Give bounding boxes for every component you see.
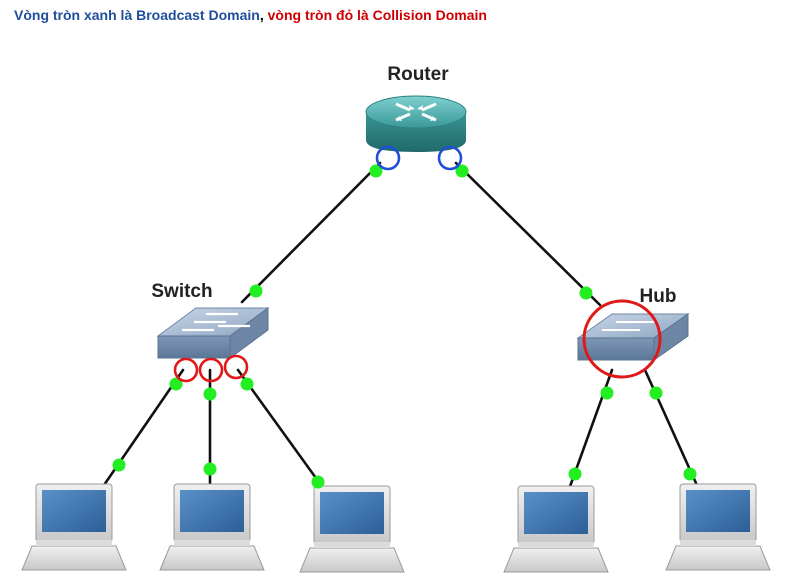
port-dot bbox=[568, 467, 582, 481]
broadcast-domain-circle bbox=[375, 145, 401, 171]
port-dot bbox=[369, 164, 383, 178]
caption-broadcast-text: Vòng tròn xanh là Broadcast Domain bbox=[14, 7, 260, 23]
diagram-caption: Vòng tròn xanh là Broadcast Domain, vòng… bbox=[14, 7, 487, 23]
port-dot bbox=[311, 475, 325, 489]
port-dot bbox=[649, 386, 663, 400]
hub-label: Hub bbox=[640, 286, 677, 307]
link-router-switch bbox=[240, 161, 382, 304]
router-label: Router bbox=[387, 64, 449, 85]
port-dot bbox=[579, 286, 593, 300]
port-dot bbox=[112, 458, 126, 472]
collision-domain-circle bbox=[173, 357, 199, 383]
link-switch-pc3 bbox=[236, 368, 328, 494]
port-dot bbox=[683, 467, 697, 481]
port-dot bbox=[169, 377, 183, 391]
laptop-icon-5 bbox=[665, 483, 771, 571]
switch-label: Switch bbox=[151, 281, 212, 302]
laptop-icon-1 bbox=[21, 483, 127, 571]
port-dot bbox=[203, 462, 217, 476]
collision-domain-circle bbox=[198, 357, 224, 383]
broadcast-domain-circle bbox=[437, 145, 463, 171]
port-dot bbox=[249, 284, 263, 298]
laptop-icon-3 bbox=[299, 485, 405, 573]
router-icon bbox=[365, 95, 467, 152]
port-dot bbox=[600, 386, 614, 400]
broadcast-domain-circles bbox=[375, 145, 463, 171]
caption-collision-text: vòng tròn đỏ là Collision Domain bbox=[267, 7, 487, 23]
port-dot bbox=[240, 377, 254, 391]
port-dot bbox=[203, 387, 217, 401]
hub-icon bbox=[576, 313, 690, 361]
port-dot bbox=[455, 164, 469, 178]
link-router-hub bbox=[454, 161, 602, 307]
laptop-icon-4 bbox=[503, 485, 609, 573]
collision-domain-circle bbox=[223, 354, 249, 380]
switch-icon bbox=[156, 307, 270, 359]
caption-separator: , bbox=[259, 7, 268, 23]
collision-domain-circles bbox=[173, 299, 662, 383]
collision-domain-circle-hub bbox=[582, 299, 662, 379]
port-dots bbox=[112, 164, 697, 489]
laptop-icon-2 bbox=[159, 483, 265, 571]
